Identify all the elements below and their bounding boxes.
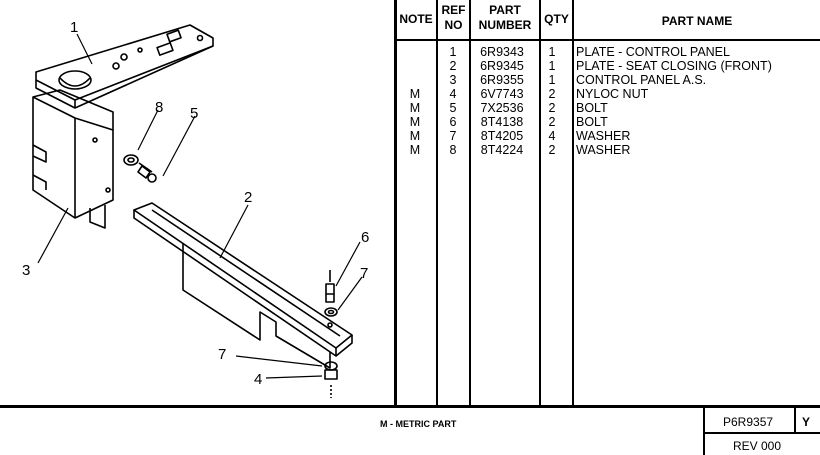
callout-2: 2 [244, 189, 252, 206]
cell-part-name: NYLOC NUT [576, 87, 649, 101]
cell-part-name: BOLT [576, 115, 608, 129]
cell-part-name: WASHER [576, 129, 631, 143]
parts-table [394, 0, 820, 406]
table-row: 1 6R9343 1 PLATE - CONTROL PANEL [394, 45, 820, 59]
header-qty: QTY [544, 12, 569, 26]
col-divider [469, 0, 471, 406]
header-note: NOTE [399, 12, 433, 26]
metric-part-note: M - METRIC PART [380, 419, 457, 429]
cell-part-number: 8T4205 [480, 129, 524, 143]
cell-part-number: 8T4224 [480, 143, 524, 157]
cell-part-number: 6V7743 [480, 87, 524, 101]
callout-5: 5 [190, 105, 198, 122]
cell-part-number: 6R9345 [480, 59, 524, 73]
cell-qty: 2 [548, 143, 556, 157]
document-number: P6R9357 [723, 415, 774, 429]
cell-ref: 1 [449, 45, 457, 59]
part-bolt-washer-top [324, 270, 338, 317]
callout-3: 3 [22, 262, 30, 279]
part-washer-bolt [123, 154, 157, 183]
callout-7-bottom: 7 [218, 346, 226, 363]
header-divider [394, 39, 820, 41]
exploded-parts-drawing: 1 2 3 4 5 6 7 7 8 [22, 19, 369, 398]
footer-rule [0, 405, 820, 408]
cell-part-number: 6R9343 [480, 45, 524, 59]
cell-ref: 4 [449, 87, 457, 101]
cell-note: M [409, 101, 421, 115]
header-part-name: PART NAME [661, 14, 733, 28]
cell-ref: 6 [449, 115, 457, 129]
document-id-box: P6R9357 Y REV 000 [703, 408, 820, 455]
cell-note: M [409, 115, 421, 129]
cell-note: M [409, 129, 421, 143]
revision-label: REV 000 [733, 439, 782, 453]
part-seat-closing-plate [133, 202, 353, 369]
cell-qty: 2 [548, 87, 556, 101]
table-row: 2 6R9345 1 PLATE - SEAT CLOSING (FRONT) [394, 59, 820, 73]
col-divider [539, 0, 541, 406]
callout-1: 1 [70, 19, 78, 36]
col-divider [436, 0, 438, 406]
leader-lines [37, 33, 363, 379]
part-control-panel-plate [35, 24, 214, 109]
callout-4: 4 [254, 371, 262, 388]
cell-qty: 1 [548, 45, 556, 59]
cell-note: M [409, 143, 421, 157]
table-row: M 8 8T4224 2 WASHER [394, 143, 820, 157]
table-row: M 7 8T4205 4 WASHER [394, 129, 820, 143]
part-control-panel-box [32, 89, 114, 229]
cell-ref: 7 [449, 129, 457, 143]
cell-part-name: WASHER [576, 143, 631, 157]
cell-qty: 2 [548, 115, 556, 129]
table-row: M 6 8T4138 2 BOLT [394, 115, 820, 129]
cell-part-name: CONTROL PANEL A.S. [576, 73, 707, 87]
cell-qty: 4 [548, 129, 556, 143]
cell-qty: 1 [548, 59, 556, 73]
document-letter: Y [802, 415, 811, 429]
header-part-line1: PART [489, 3, 521, 17]
cell-part-name: BOLT [576, 101, 608, 115]
header-ref-line1: REF [441, 3, 466, 17]
cell-part-number: 8T4138 [480, 115, 524, 129]
part-washer-nut-bottom [324, 361, 338, 398]
cell-part-number: 7X2536 [480, 101, 524, 115]
callout-6: 6 [361, 229, 369, 246]
table-row: 3 6R9355 1 CONTROL PANEL A.S. [394, 73, 820, 87]
table-row: M 5 7X2536 2 BOLT [394, 101, 820, 115]
cell-ref: 2 [449, 59, 457, 73]
col-divider [572, 0, 574, 406]
cell-qty: 1 [548, 73, 556, 87]
cell-qty: 2 [548, 101, 556, 115]
header-ref-line2: NO [444, 18, 463, 32]
cell-note: M [409, 87, 421, 101]
cell-ref: 5 [449, 101, 457, 115]
callout-8: 8 [155, 99, 163, 116]
table-row: M 4 6V7743 2 NYLOC NUT [394, 87, 820, 101]
cell-ref: 8 [449, 143, 457, 157]
cell-ref: 3 [449, 73, 457, 87]
cell-part-number: 6R9355 [480, 73, 524, 87]
callout-7-top: 7 [360, 265, 368, 282]
header-part-line2: NUMBER [478, 18, 532, 32]
cell-part-name: PLATE - CONTROL PANEL [576, 45, 730, 59]
cell-part-name: PLATE - SEAT CLOSING (FRONT) [576, 59, 772, 73]
